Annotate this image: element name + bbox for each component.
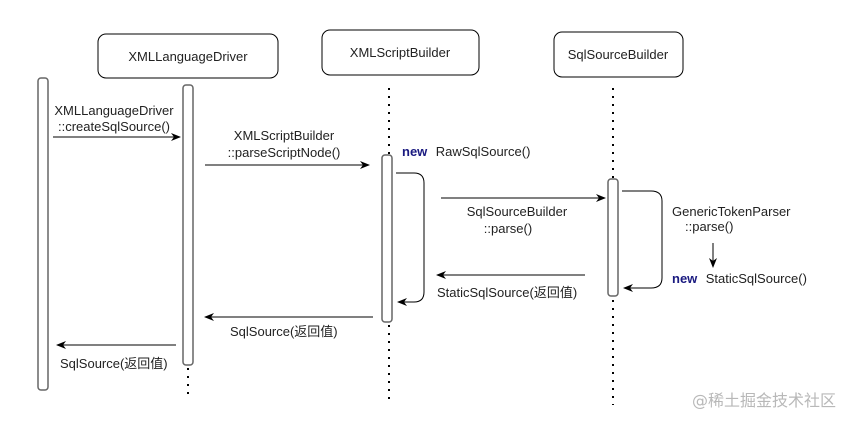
note-generic-token-parser: GenericTokenParser	[672, 204, 791, 219]
message-label: XMLScriptBuilder	[234, 128, 335, 143]
message-label: SqlSourceBuilder	[467, 204, 568, 219]
note-generic-token-parser-method: ::parse()	[685, 219, 733, 234]
participant-xmlscriptbuilder: XMLScriptBuilder	[321, 29, 480, 76]
activation-sqlsourcebuilder	[607, 178, 619, 297]
return-label: SqlSource(返回值)	[230, 324, 338, 339]
return-label: StaticSqlSource(返回值)	[437, 285, 577, 300]
participant-label: SqlSourceBuilder	[568, 47, 669, 62]
participant-label: XMLLanguageDriver	[128, 49, 248, 64]
note-new-rawsqlsource: new RawSqlSource()	[402, 143, 530, 160]
message-label: ::parse()	[484, 221, 532, 236]
activation-xmllanguagedriver	[182, 84, 194, 366]
participant-sqlsourcebuilder: SqlSourceBuilder	[553, 31, 684, 78]
message-label: ::createSqlSource()	[58, 119, 170, 134]
return-label: SqlSource(返回值)	[60, 356, 168, 371]
watermark: @稀土掘金技术社区	[692, 391, 836, 410]
participant-label: XMLScriptBuilder	[350, 45, 451, 60]
participant-xmllanguagedriver: XMLLanguageDriver	[97, 33, 279, 79]
note-new-staticsqlsource: new StaticSqlSource()	[672, 270, 807, 287]
self-call-loop-xmlscriptbuilder	[396, 172, 425, 306]
activation-xmlscriptbuilder	[381, 154, 393, 323]
message-label: ::parseScriptNode()	[228, 145, 341, 160]
self-call-loop-sqlsourcebuilder	[622, 190, 663, 292]
message-label: XMLLanguageDriver	[54, 103, 174, 118]
activation-caller	[37, 77, 49, 391]
